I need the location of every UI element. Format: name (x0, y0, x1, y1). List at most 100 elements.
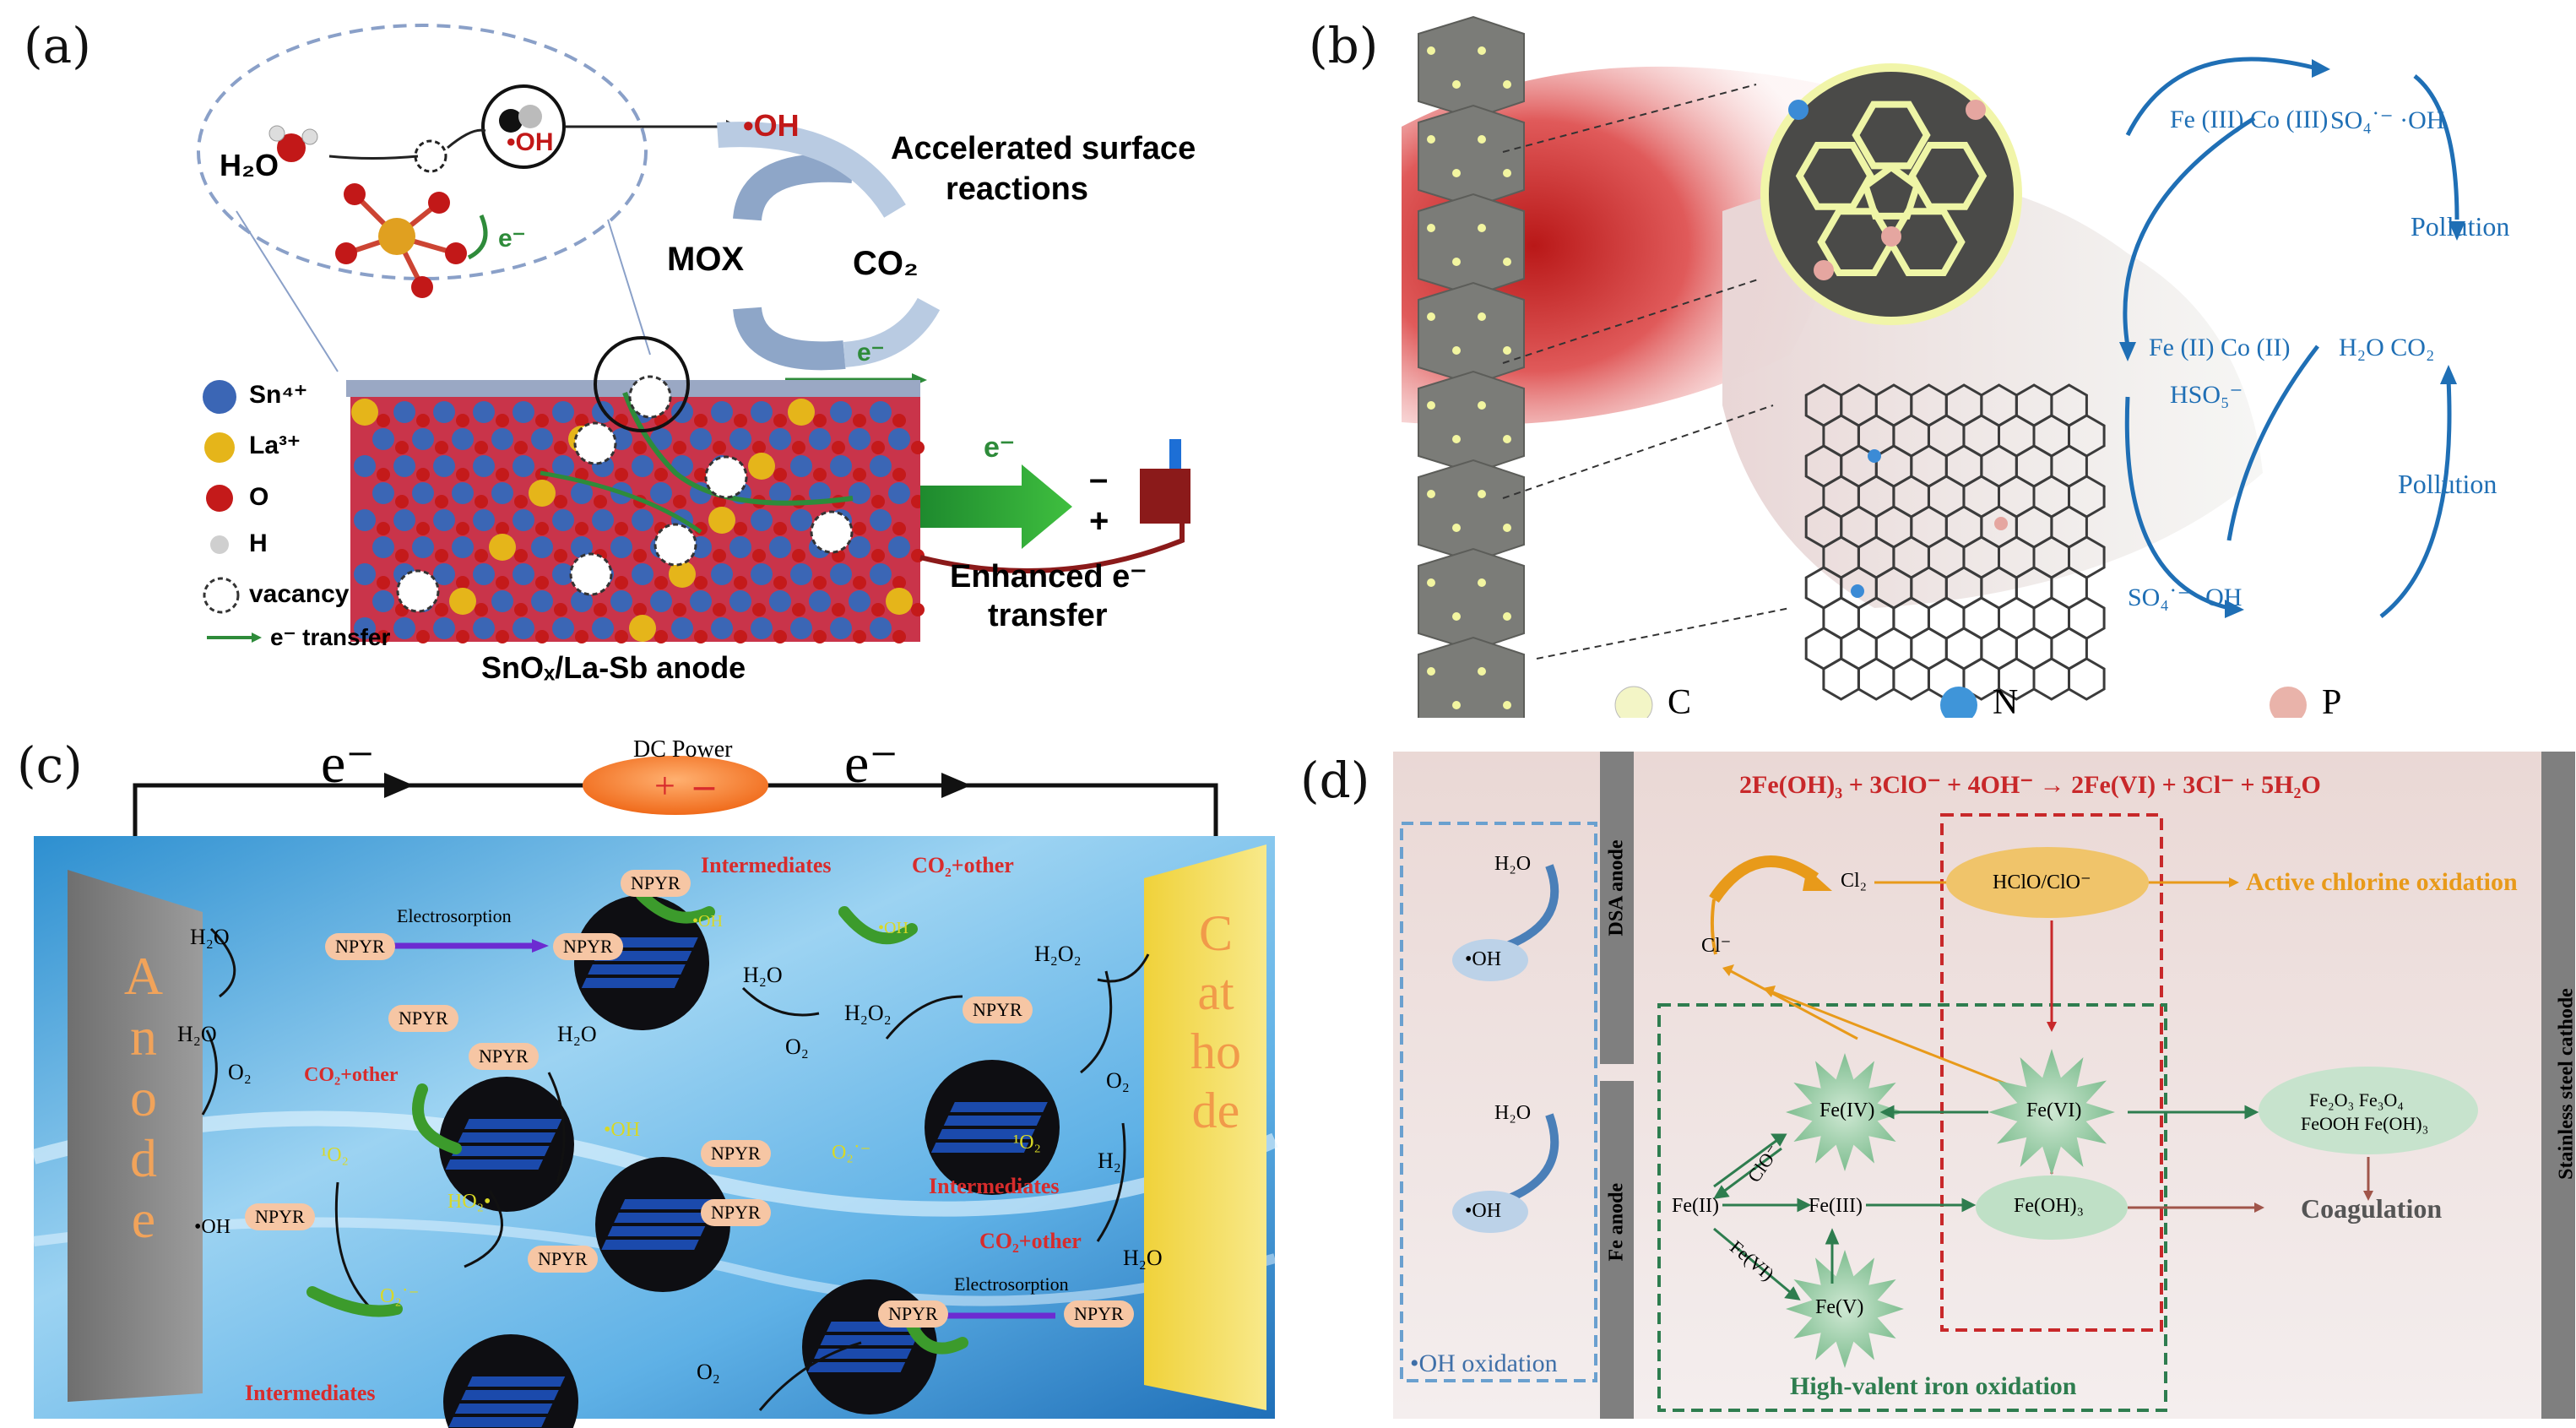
h2o-label: H₂O (220, 148, 279, 182)
panel-c: (c) (0, 718, 1283, 1428)
oh-oxidation-label: •OH oxidation (1410, 1349, 1558, 1377)
anode-text: Anode (123, 946, 164, 1249)
legend-sn: Sn⁴⁺ (249, 381, 308, 409)
dc-plus: + (654, 765, 675, 806)
so4-oh-bottom-label: SO₄˙⁻ ·OH (2128, 584, 2242, 611)
panel-label-c: (c) (17, 736, 83, 794)
legend-n: N (1993, 683, 2019, 722)
ho2-label: HO₂• (447, 1191, 491, 1213)
fe-v-label: Fe(V) (1815, 1296, 1864, 1318)
products-line-2: FeOOH Fe(OH)₃ (2301, 1113, 2429, 1134)
h2o-label: H₂O (1494, 1102, 1532, 1124)
singlet-o2-label: ¹O₂ (321, 1144, 349, 1166)
oh-label: •OH (194, 1216, 231, 1238)
panel-b: (b) (1283, 0, 2576, 722)
panel-d-graphic (1393, 752, 2575, 1419)
hclo-label: HClO/ClO⁻ (1993, 871, 2091, 893)
o2-label: O₂ (1106, 1068, 1130, 1093)
o2-label: O₂ (697, 1360, 720, 1384)
dsa-anode-label: DSA anode (1605, 839, 1628, 937)
electron-label-surface: e⁻ (857, 339, 885, 367)
h2o-label: H₂O (190, 925, 230, 949)
cathode-label: Stainless steel cathode (2555, 988, 2576, 1180)
co2-other-label: CO₂+other (304, 1064, 399, 1086)
npyr-pill: NPYR (325, 933, 395, 960)
fe3-co3-label: Fe (III) Co (III) (2170, 106, 2329, 133)
legend-o: O (249, 483, 269, 511)
active-chlorine-label: Active chlorine oxidation (2246, 868, 2518, 896)
panel-a-graphic (197, 24, 1190, 643)
oh-label: •OH (1465, 1200, 1502, 1222)
fe2-co2-label: Fe (II) Co (II) (2149, 334, 2291, 361)
o2-label: O₂ (228, 1060, 252, 1084)
battery-minus: – (1089, 460, 1109, 497)
npyr-pill: NPYR (701, 1140, 771, 1167)
superoxide-label: O₂˙⁻ (380, 1285, 420, 1307)
electron-right-label: e⁻ (844, 733, 899, 795)
panel-label-b: (b) (1309, 17, 1379, 74)
legend-c: C (1668, 683, 1692, 722)
h2-label: H₂ (1098, 1148, 1121, 1173)
h2o2-label: H₂O₂ (844, 1001, 892, 1025)
oh-label: •OH (604, 1119, 641, 1141)
sn-cluster-molecule (268, 84, 566, 298)
anode-vertical-label: Anode (118, 946, 169, 1250)
npyr-pill: NPYR (701, 1199, 771, 1226)
h2o-co2-label: H₂O CO₂ (2339, 334, 2435, 361)
oh-label: •OH (692, 912, 723, 931)
co2-label: CO₂ (853, 245, 919, 282)
electron-label-big-arrow: e⁻ (984, 432, 1015, 464)
intermediates-label: Intermediates (245, 1381, 376, 1405)
products-line-1: Fe₂O₃ Fe₃O₄ (2309, 1089, 2404, 1110)
npyr-pill: NPYR (245, 1203, 315, 1230)
panel-label-d: (d) (1300, 752, 1370, 809)
legend-p: P (2322, 683, 2342, 722)
co2-other-label: CO₂+other (979, 1229, 1082, 1253)
h2o-label: H₂O (177, 1022, 217, 1046)
anode-label: SnOₓ/La-Sb anode (481, 650, 746, 685)
npyr-pill: NPYR (528, 1246, 598, 1273)
hso5-label: HSO₅⁻ (2170, 381, 2243, 409)
superoxide-label: O₂˙⁻ (832, 1142, 871, 1164)
fe-vi-label: Fe(VI) (2026, 1100, 2082, 1121)
h2o-label: H₂O (557, 1022, 597, 1046)
intermediates-label: Intermediates (701, 853, 832, 877)
h2o-label: H₂O (1123, 1246, 1163, 1270)
panel-b-graphic (1402, 15, 2465, 718)
dc-minus: – (694, 763, 714, 807)
reactions-label: reactions (946, 171, 1088, 207)
o2-label: O₂ (785, 1034, 809, 1059)
oh-label: •OH (878, 919, 908, 937)
npyr-pill: NPYR (469, 1043, 539, 1070)
cl-minus-label: Cl⁻ (1701, 935, 1732, 957)
electrosorption-label-bottom: Electrosorption (954, 1273, 1069, 1295)
mox-label: MOX (667, 241, 745, 278)
electrosorption-label-top: Electrosorption (397, 905, 512, 926)
pollution-label-top: Pollution (2411, 211, 2510, 242)
h2o-label: H₂O (1494, 853, 1532, 875)
electron-left-label: e⁻ (321, 733, 376, 795)
enhanced-label: Enhanced e⁻ (950, 559, 1147, 595)
transfer-label: transfer (988, 598, 1108, 633)
fe-anode-label: Fe anode (1605, 1182, 1628, 1262)
cathode-text: Cathode (1190, 905, 1241, 1138)
graphene-sheet (1804, 383, 2106, 701)
electron-label-molecule: e⁻ (498, 225, 526, 252)
fe-ii-label: Fe(II) (1672, 1195, 1719, 1217)
npyr-pill: NPYR (553, 933, 623, 960)
bubble-oh-label: •OH (507, 128, 554, 156)
equation-label: 2Fe(OH)₃ + 3ClO⁻ + 4OH⁻ → 2Fe(VI) + 3Cl⁻… (1739, 771, 2321, 799)
carbon-column (1418, 15, 1525, 718)
npyr-pill: NPYR (621, 870, 691, 897)
npyr-pill: NPYR (388, 1005, 458, 1032)
pollution-label-bottom: Pollution (2398, 469, 2497, 499)
legend-transfer: e⁻ transfer (270, 624, 391, 650)
battery-plus: + (1089, 502, 1109, 540)
fullerene (1760, 63, 2022, 325)
high-valent-label: High-valent iron oxidation (1790, 1372, 2077, 1400)
legend-h: H (249, 529, 268, 557)
panel-d: (d) (1283, 718, 2576, 1428)
cathode-vertical-label: Cathode (1190, 904, 1241, 1140)
oh-label: •OH (1465, 948, 1502, 970)
cl2-label: Cl₂ (1841, 870, 1868, 892)
